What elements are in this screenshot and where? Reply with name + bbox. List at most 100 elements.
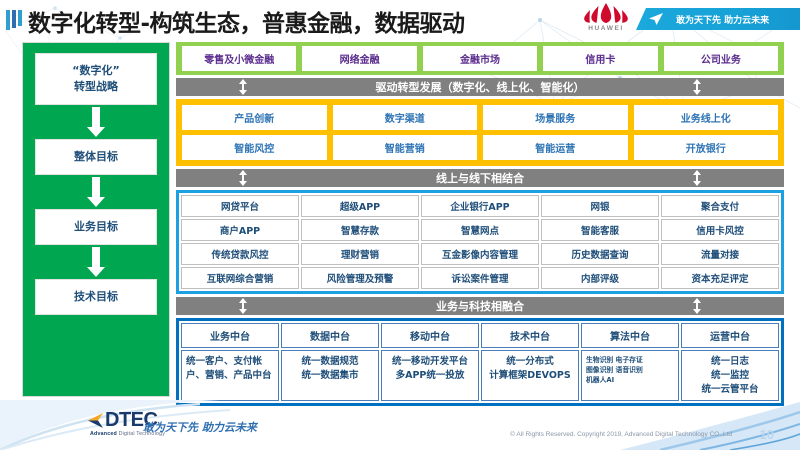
online-offline-block: 网贷平台 超级APP 企业银行APP 网银 聚合支付 商户APP 智慧存款 智慧… xyxy=(176,190,784,294)
midplatform-body: 统一日志 统一监控 统一云管平台 xyxy=(681,350,779,402)
online-offline-cell[interactable]: 超级APP xyxy=(301,195,419,217)
midplatform-column: 数据中台 统一数据规范 统一数据集市 xyxy=(281,323,379,402)
sidebar-label-2: 业务目标 xyxy=(74,219,118,233)
content-column: 零售及小微金融 网络金融 金融市场 信用卡 公司业务 驱动转型发展（数字化、线上… xyxy=(176,42,784,407)
business-lines-bar: 零售及小微金融 网络金融 金融市场 信用卡 公司业务 xyxy=(176,42,784,75)
down-arrow-icon-3 xyxy=(87,246,105,277)
midplatform-body: 统一移动开发平台 多APP统一投放 xyxy=(381,350,479,402)
transformation-cell[interactable]: 产品创新 xyxy=(182,105,327,130)
midplatform-column: 业务中台 统一客户、支付帐户、营销、产品中台 xyxy=(181,323,279,402)
online-offline-cell[interactable]: 智慧网点 xyxy=(421,219,539,241)
transformation-cell[interactable]: 数字渠道 xyxy=(332,105,477,130)
dtec-wordmark: DTEC xyxy=(105,409,158,431)
paper-plane-icon xyxy=(649,13,663,25)
slide-footer: DTEC Advanced Digital Technology 敢为天下先 助… xyxy=(0,398,800,450)
online-offline-row: 互联网综合营销 风险管理及预警 诉讼案件管理 内部评级 资本充足评定 xyxy=(181,267,779,289)
slide-header: 数字化转型-构筑生态，普惠金融，数据驱动 HUAWEI 敢为天下先 助力云未来 xyxy=(0,0,800,38)
connector-label-1: 驱动转型发展（数字化、线上化、智能化） xyxy=(375,81,585,94)
midplatform-column: 技术中台 统一分布式 计算框架DEVOPS xyxy=(481,323,579,402)
strategy-sidebar: “数字化” 转型战略 整体目标 业务目标 技术目标 xyxy=(22,42,170,397)
midplatform-body: 统一客户、支付帐户、营销、产品中台 xyxy=(181,350,279,402)
double-arrow-icon xyxy=(693,170,701,186)
midplatform-column: 算法中台 生物识别 电子存证 图像识别 语音识别 机器人AI xyxy=(581,323,679,402)
transformation-cell[interactable]: 开放银行 xyxy=(633,135,778,160)
title-accent-stripes xyxy=(6,10,24,30)
transformation-cell[interactable]: 智能运营 xyxy=(483,135,628,160)
transformation-row: 产品创新 数字渠道 场景服务 业务线上化 xyxy=(182,105,778,130)
midplatform-body: 生物识别 电子存证 图像识别 语音识别 机器人AI xyxy=(581,350,679,402)
sidebar-item-business-goal[interactable]: 业务目标 xyxy=(35,208,157,245)
online-offline-cell[interactable]: 理财营销 xyxy=(301,243,419,265)
dtec-logo: DTEC Advanced Digital Technology xyxy=(88,410,238,437)
online-offline-cell[interactable]: 互联网综合营销 xyxy=(181,267,299,289)
online-offline-row: 传统贷款风控 理财营销 互金影像内容管理 历史数据查询 流量对接 xyxy=(181,243,779,265)
transformation-cell[interactable]: 业务线上化 xyxy=(633,105,778,130)
double-arrow-icon xyxy=(239,79,247,95)
business-line-cell[interactable]: 金融市场 xyxy=(422,46,538,71)
midplatform-body: 统一分布式 计算框架DEVOPS xyxy=(481,350,579,402)
connector-label-2: 线上与线下相结合 xyxy=(436,172,524,185)
transformation-cell[interactable]: 智能风控 xyxy=(182,135,327,160)
banner-text: 敢为天下先 助力云未来 xyxy=(676,15,770,26)
dtec-tagline-rest: Digital Technology xyxy=(116,431,166,437)
online-offline-cell[interactable]: 网贷平台 xyxy=(181,195,299,217)
copyright-text: © All Rights Reserved. Copyright 2019, A… xyxy=(510,431,732,438)
midplatform-head[interactable]: 数据中台 xyxy=(281,323,379,348)
online-offline-cell[interactable]: 信用卡风控 xyxy=(661,219,779,241)
double-arrow-icon xyxy=(693,298,701,314)
midplatform-head[interactable]: 运营中台 xyxy=(681,323,779,348)
sidebar-item-technology-goal[interactable]: 技术目标 xyxy=(35,278,157,315)
online-offline-cell[interactable]: 企业银行APP xyxy=(421,195,539,217)
dtec-tagline-bold: Advanced xyxy=(90,431,117,437)
online-offline-cell[interactable]: 诉讼案件管理 xyxy=(421,267,539,289)
online-offline-cell[interactable]: 智慧存款 xyxy=(301,219,419,241)
business-line-cell[interactable]: 公司业务 xyxy=(663,46,779,71)
business-line-cell[interactable]: 信用卡 xyxy=(543,46,658,71)
online-offline-cell[interactable]: 内部评级 xyxy=(541,267,659,289)
midplatform-column: 移动中台 统一移动开发平台 多APP统一投放 xyxy=(381,323,479,402)
huawei-wordmark: HUAWEI xyxy=(588,25,624,32)
midplatform-body: 统一数据规范 统一数据集市 xyxy=(281,350,379,402)
online-offline-cell[interactable]: 智能客服 xyxy=(541,219,659,241)
transformation-cell[interactable]: 场景服务 xyxy=(483,105,628,130)
sidebar-item-overall-goal[interactable]: 整体目标 xyxy=(35,138,157,175)
midplatform-block: 业务中台 统一客户、支付帐户、营销、产品中台 数据中台 统一数据规范 统一数据集… xyxy=(176,318,784,407)
down-arrow-icon-2 xyxy=(87,176,105,207)
online-offline-cell[interactable]: 风险管理及预警 xyxy=(301,267,419,289)
business-line-cell[interactable]: 网络金融 xyxy=(302,46,417,71)
sidebar-item-strategy[interactable]: “数字化” 转型战略 xyxy=(35,53,157,105)
online-offline-cell[interactable]: 聚合支付 xyxy=(661,195,779,217)
online-offline-cell[interactable]: 网银 xyxy=(541,195,659,217)
connector-bar-online-offline: 线上与线下相结合 xyxy=(176,169,784,187)
midplatform-head[interactable]: 算法中台 xyxy=(581,323,679,348)
double-arrow-icon xyxy=(239,170,247,186)
dtec-tagline: Advanced Digital Technology xyxy=(90,431,238,437)
online-offline-cell[interactable]: 传统贷款风控 xyxy=(181,243,299,265)
page-number: 10 xyxy=(759,427,774,442)
huawei-logo: HUAWEI xyxy=(578,2,634,36)
online-offline-row: 商户APP 智慧存款 智慧网点 智能客服 信用卡风控 xyxy=(181,219,779,241)
online-offline-row: 网贷平台 超级APP 企业银行APP 网银 聚合支付 xyxy=(181,195,779,217)
online-offline-cell[interactable]: 流量对接 xyxy=(661,243,779,265)
midplatform-head[interactable]: 业务中台 xyxy=(181,323,279,348)
midplatform-column: 运营中台 统一日志 统一监控 统一云管平台 xyxy=(681,323,779,402)
online-offline-cell[interactable]: 互金影像内容管理 xyxy=(421,243,539,265)
connector-label-3: 业务与科技相融合 xyxy=(436,300,524,313)
online-offline-cell[interactable]: 历史数据查询 xyxy=(541,243,659,265)
connector-bar-business-technology: 业务与科技相融合 xyxy=(176,297,784,315)
sidebar-label-1: 整体目标 xyxy=(74,149,118,163)
online-offline-cell[interactable]: 商户APP xyxy=(181,219,299,241)
footer-slogan: 敢为天下先 助力云未来 xyxy=(143,421,257,434)
double-arrow-icon xyxy=(239,298,247,314)
transformation-cell[interactable]: 智能营销 xyxy=(332,135,477,160)
transformation-row: 智能风控 智能营销 智能运营 开放银行 xyxy=(182,135,778,160)
midplatform-head[interactable]: 移动中台 xyxy=(381,323,479,348)
huawei-slogan-banner: 敢为天下先 助力云未来 xyxy=(636,8,800,30)
connector-bar-driving-transformation: 驱动转型发展（数字化、线上化、智能化） xyxy=(176,78,784,96)
sidebar-label-0: “数字化” 转型战略 xyxy=(72,64,120,93)
online-offline-cell[interactable]: 资本充足评定 xyxy=(661,267,779,289)
double-arrow-icon xyxy=(693,79,701,95)
midplatform-head[interactable]: 技术中台 xyxy=(481,323,579,348)
business-line-cell[interactable]: 零售及小微金融 xyxy=(182,46,297,71)
